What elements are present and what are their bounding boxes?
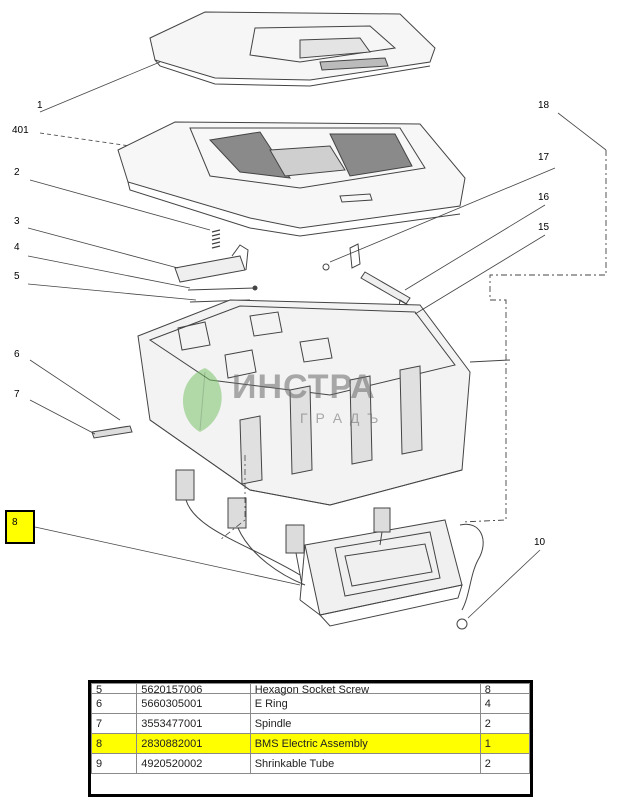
row-index: 8 [91, 733, 138, 754]
leader-lines [27, 61, 607, 619]
callout-4: 4 [14, 242, 20, 253]
callout-17: 17 [538, 152, 550, 163]
part-description: E Ring [249, 693, 481, 714]
callout-401: 401 [12, 125, 29, 136]
connector-part [175, 469, 484, 630]
callout-3: 3 [14, 216, 20, 227]
callout-7: 7 [14, 389, 20, 400]
row-index: 5 [91, 683, 138, 696]
callout-15: 15 [538, 222, 550, 233]
part-description: Hexagon Socket Screw [249, 683, 481, 696]
part-quantity: 1 [479, 733, 530, 754]
part-number: 2830882001 [136, 733, 251, 754]
part-quantity: 8 [479, 683, 530, 696]
bms-module-part [299, 519, 463, 627]
callout-1: 1 [37, 100, 43, 111]
callout-18: 18 [538, 100, 550, 111]
part-description: Spindle [249, 713, 481, 734]
main-frame-part [117, 121, 466, 237]
part-description: BMS Electric Assembly [249, 733, 481, 754]
table-row: 5 5620157006 Hexagon Socket Screw 8 [91, 683, 530, 696]
part-number: 5660305001 [136, 693, 251, 714]
part-quantity: 2 [479, 713, 530, 734]
row-index: 6 [91, 693, 138, 714]
spring-part [211, 229, 221, 249]
table-row: 9 4920520002 Shrinkable Tube 2 [91, 753, 530, 774]
callout-6: 6 [14, 349, 20, 360]
part-number: 3553477001 [136, 713, 251, 734]
part-quantity: 2 [479, 753, 530, 774]
bracket-part [174, 244, 249, 283]
callout-8-highlight: 8 [5, 510, 35, 544]
assembly-bracket-line [461, 150, 607, 523]
callout-16: 16 [538, 192, 550, 203]
watermark-subtitle: Г Р А Д Ъ [300, 410, 381, 426]
row-index: 9 [91, 753, 138, 774]
part-description: Shrinkable Tube [249, 753, 481, 774]
table-row-highlighted: 8 2830882001 BMS Electric Assembly 1 [91, 733, 530, 754]
callout-2: 2 [14, 167, 20, 178]
callout-5: 5 [14, 271, 20, 282]
battery-housing-part [137, 299, 471, 506]
watermark-logo [182, 368, 222, 432]
top-cover-part [149, 11, 436, 87]
part-number: 5620157006 [136, 683, 251, 696]
table-row: 7 3553477001 Spindle 2 [91, 713, 530, 734]
pin-part [91, 425, 133, 439]
part-number: 4920520002 [136, 753, 251, 774]
parts-table: 5 5620157006 Hexagon Socket Screw 8 6 56… [88, 680, 533, 797]
callout-8: 8 [12, 517, 18, 528]
row-index: 7 [91, 713, 138, 734]
table-row: 6 5660305001 E Ring 4 [91, 693, 530, 714]
part-quantity: 4 [479, 693, 530, 714]
watermark-title: ИНСТРА [232, 368, 376, 406]
callout-10: 10 [534, 537, 546, 548]
